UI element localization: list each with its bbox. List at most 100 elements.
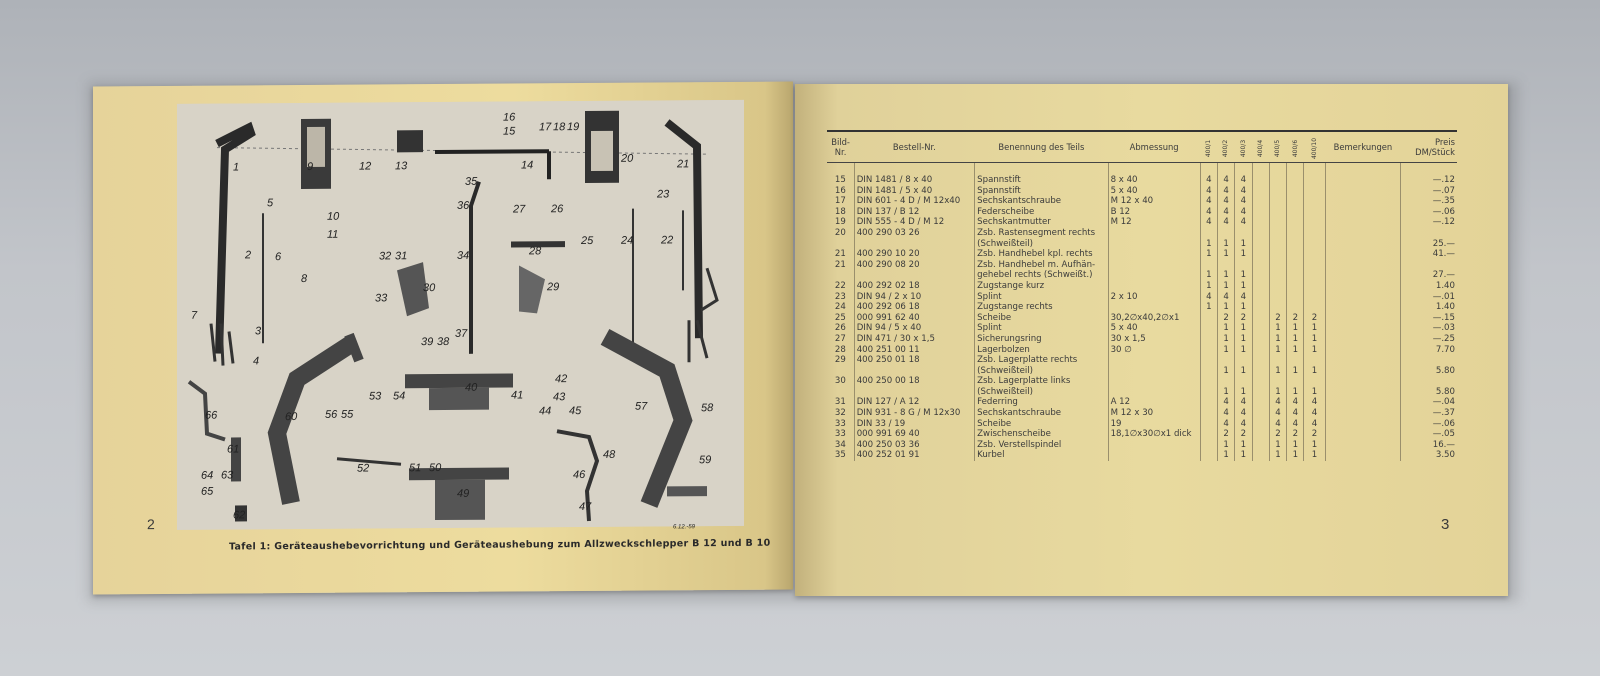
cell-abmessung xyxy=(1107,355,1201,366)
cell-quantity xyxy=(1199,323,1218,334)
cell-abmessung xyxy=(1107,227,1201,239)
callout-label: 57 xyxy=(635,400,648,413)
cell-bestell-nr: 400 250 03 36 xyxy=(853,439,975,451)
model-label: 400/6 xyxy=(1291,139,1299,158)
cell-quantity: 4 xyxy=(1234,397,1253,409)
cell-quantity: 1 xyxy=(1234,333,1253,345)
cell-benennung: Sechskantmutter xyxy=(974,217,1109,228)
cell-quantity: 1 xyxy=(1234,386,1253,398)
callout-label: 22 xyxy=(661,234,674,247)
cell-quantity xyxy=(1251,280,1270,292)
cell-quantity xyxy=(1251,185,1270,197)
cell-quantity xyxy=(1251,333,1270,345)
col-abmessung: Abmessung xyxy=(1108,130,1201,163)
cell-preis: 25.— xyxy=(1400,238,1457,250)
callout-label: 35 xyxy=(465,175,478,188)
cell-bestell-nr: DIN 555 - 4 D / M 12 xyxy=(853,217,975,228)
cell-benennung: Sechskantschraube xyxy=(974,408,1109,419)
cell-bild-nr: 29 xyxy=(834,355,846,366)
cell-benennung: Spannstift xyxy=(974,185,1109,197)
cell-preis: 3.50 xyxy=(1400,450,1457,462)
cell-quantity xyxy=(1251,429,1270,440)
cell-quantity xyxy=(1286,238,1304,250)
cell-quantity xyxy=(1251,196,1270,207)
cell-quantity: 1 xyxy=(1199,270,1218,281)
cell-benennung: Spannstift xyxy=(974,175,1109,186)
cell-quantity: 1 xyxy=(1234,450,1253,462)
cell-quantity xyxy=(1286,206,1304,218)
cell-benennung: Lagerbolzen xyxy=(974,344,1109,356)
cell-preis: 1.40 xyxy=(1400,280,1457,292)
cell-quantity xyxy=(1286,249,1304,260)
parts-table: Bild-Nr. Bestell-Nr. Benennung des Teils… xyxy=(827,130,1457,462)
callout-label: 9 xyxy=(307,160,314,173)
cell-benennung: Zsb. Lagerplatte rechts xyxy=(974,355,1109,366)
cell-quantity: 4 xyxy=(1216,185,1235,197)
callout-label: 1 xyxy=(233,161,240,174)
cell-quantity: 1 xyxy=(1268,333,1287,345)
cell-quantity: 4 xyxy=(1234,217,1253,228)
cell-abmessung xyxy=(1107,270,1201,281)
cell-quantity: 2 xyxy=(1303,429,1326,440)
cell-quantity: 1 xyxy=(1234,344,1253,356)
cell-quantity xyxy=(1303,249,1326,260)
cell-quantity: 4 xyxy=(1234,408,1253,419)
callout-label: 10 xyxy=(327,210,340,223)
cell-abmessung xyxy=(1107,365,1201,377)
cell-bemerkungen xyxy=(1324,397,1401,409)
cell-bestell-nr xyxy=(853,238,975,250)
cell-quantity: 1 xyxy=(1216,386,1235,398)
cell-quantity: 1 xyxy=(1216,270,1235,281)
cell-quantity xyxy=(1286,185,1304,197)
cell-bemerkungen xyxy=(1324,185,1401,197)
cell-bestell-nr: DIN 1481 / 8 x 40 xyxy=(853,175,975,186)
callout-label: 52 xyxy=(357,462,370,475)
cell-quantity xyxy=(1251,238,1270,250)
cell-quantity xyxy=(1268,280,1287,292)
cell-quantity: 1 xyxy=(1268,365,1287,377)
cell-quantity: 1 xyxy=(1234,302,1253,313)
cell-quantity xyxy=(1251,376,1270,387)
callout-label: 31 xyxy=(395,250,408,263)
col-model-4003: 400/3 xyxy=(1234,130,1253,163)
callout-label: 25 xyxy=(581,234,594,248)
cell-quantity: 1 xyxy=(1286,386,1304,398)
cell-preis: —.37 xyxy=(1400,408,1457,419)
cell-bemerkungen xyxy=(1324,259,1401,271)
callout-label: 2 xyxy=(245,249,252,262)
cell-bemerkungen xyxy=(1324,439,1401,451)
cell-bemerkungen xyxy=(1324,408,1401,419)
cell-bild-nr: 21 xyxy=(834,259,846,270)
cell-quantity: 2 xyxy=(1234,312,1253,324)
cell-bestell-nr: 400 290 08 20 xyxy=(853,259,975,271)
cell-benennung: Zsb. Lagerplatte links xyxy=(974,376,1109,387)
callout-label: 11 xyxy=(327,228,339,241)
cell-quantity xyxy=(1251,323,1270,334)
callout-label: 6 xyxy=(275,251,282,264)
callout-label: 19 xyxy=(567,121,580,134)
cell-quantity xyxy=(1303,206,1326,218)
cell-abmessung: 30,2∅x40,2∅x1 xyxy=(1107,312,1201,324)
cell-quantity: 1 xyxy=(1216,249,1235,260)
callout-label: 58 xyxy=(701,402,714,415)
cell-quantity xyxy=(1286,270,1304,281)
cell-quantity xyxy=(1199,227,1218,239)
cell-bemerkungen xyxy=(1324,344,1401,356)
cell-bemerkungen xyxy=(1324,206,1401,218)
cell-quantity xyxy=(1251,355,1270,366)
cell-quantity: 1 xyxy=(1216,450,1235,462)
cell-benennung: Kurbel xyxy=(974,450,1109,462)
cell-bestell-nr: 400 250 00 18 xyxy=(853,376,975,387)
callout-label: 24 xyxy=(621,234,634,247)
cell-benennung: Zugstange kurz xyxy=(974,280,1109,292)
cell-quantity: 1 xyxy=(1234,323,1253,334)
cell-bild-nr: 21 xyxy=(834,249,846,260)
cell-quantity xyxy=(1268,302,1287,313)
callout-label: 17 xyxy=(539,121,552,134)
callout-label: 53 xyxy=(369,390,382,403)
